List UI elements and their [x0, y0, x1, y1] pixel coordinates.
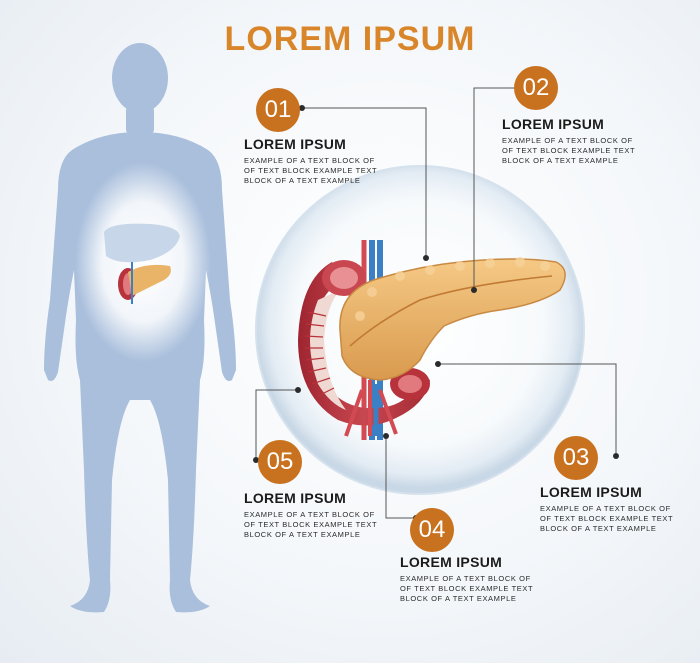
- callout-03: LOREM IPSUM EXAMPLE OF A TEXT BLOCK OF O…: [540, 484, 673, 534]
- callout-leaders: [255, 87, 617, 519]
- callout-body: EXAMPLE OF A TEXT BLOCK OF OF TEXT BLOCK…: [244, 156, 378, 185]
- callout-badge-01: 01: [256, 88, 300, 132]
- callout-heading: LOREM IPSUM: [502, 116, 605, 132]
- callout-04: LOREM IPSUM EXAMPLE OF A TEXT BLOCK OF O…: [400, 554, 533, 604]
- callout-body: EXAMPLE OF A TEXT BLOCK OF OF TEXT BLOCK…: [502, 136, 636, 165]
- callout-heading: LOREM IPSUM: [540, 484, 643, 500]
- page-title: LOREM IPSUM: [224, 20, 476, 58]
- callout-heading: LOREM IPSUM: [244, 490, 347, 506]
- callout-body: EXAMPLE OF A TEXT BLOCK OF OF TEXT BLOCK…: [540, 504, 674, 533]
- callout-body: EXAMPLE OF A TEXT BLOCK OF OF TEXT BLOCK…: [244, 510, 378, 539]
- small-pancreas-icon: [118, 262, 171, 304]
- callout-01: LOREM IPSUM EXAMPLE OF A TEXT BLOCK OF O…: [244, 136, 377, 186]
- pancreas-detail: [298, 240, 566, 440]
- callout-badge-05: 05: [258, 440, 302, 484]
- callout-badge-04: 04: [410, 508, 454, 552]
- torso-glow: [75, 162, 211, 362]
- liver-icon: [104, 223, 180, 263]
- callout-heading: LOREM IPSUM: [400, 554, 503, 570]
- callout-02: LOREM IPSUM EXAMPLE OF A TEXT BLOCK OF O…: [502, 116, 635, 166]
- callout-heading: LOREM IPSUM: [244, 136, 347, 152]
- callout-badge-03: 03: [554, 436, 598, 480]
- callout-badge-02: 02: [514, 66, 558, 110]
- callout-body: EXAMPLE OF A TEXT BLOCK OF OF TEXT BLOCK…: [400, 574, 534, 603]
- callout-05: LOREM IPSUM EXAMPLE OF A TEXT BLOCK OF O…: [244, 490, 377, 540]
